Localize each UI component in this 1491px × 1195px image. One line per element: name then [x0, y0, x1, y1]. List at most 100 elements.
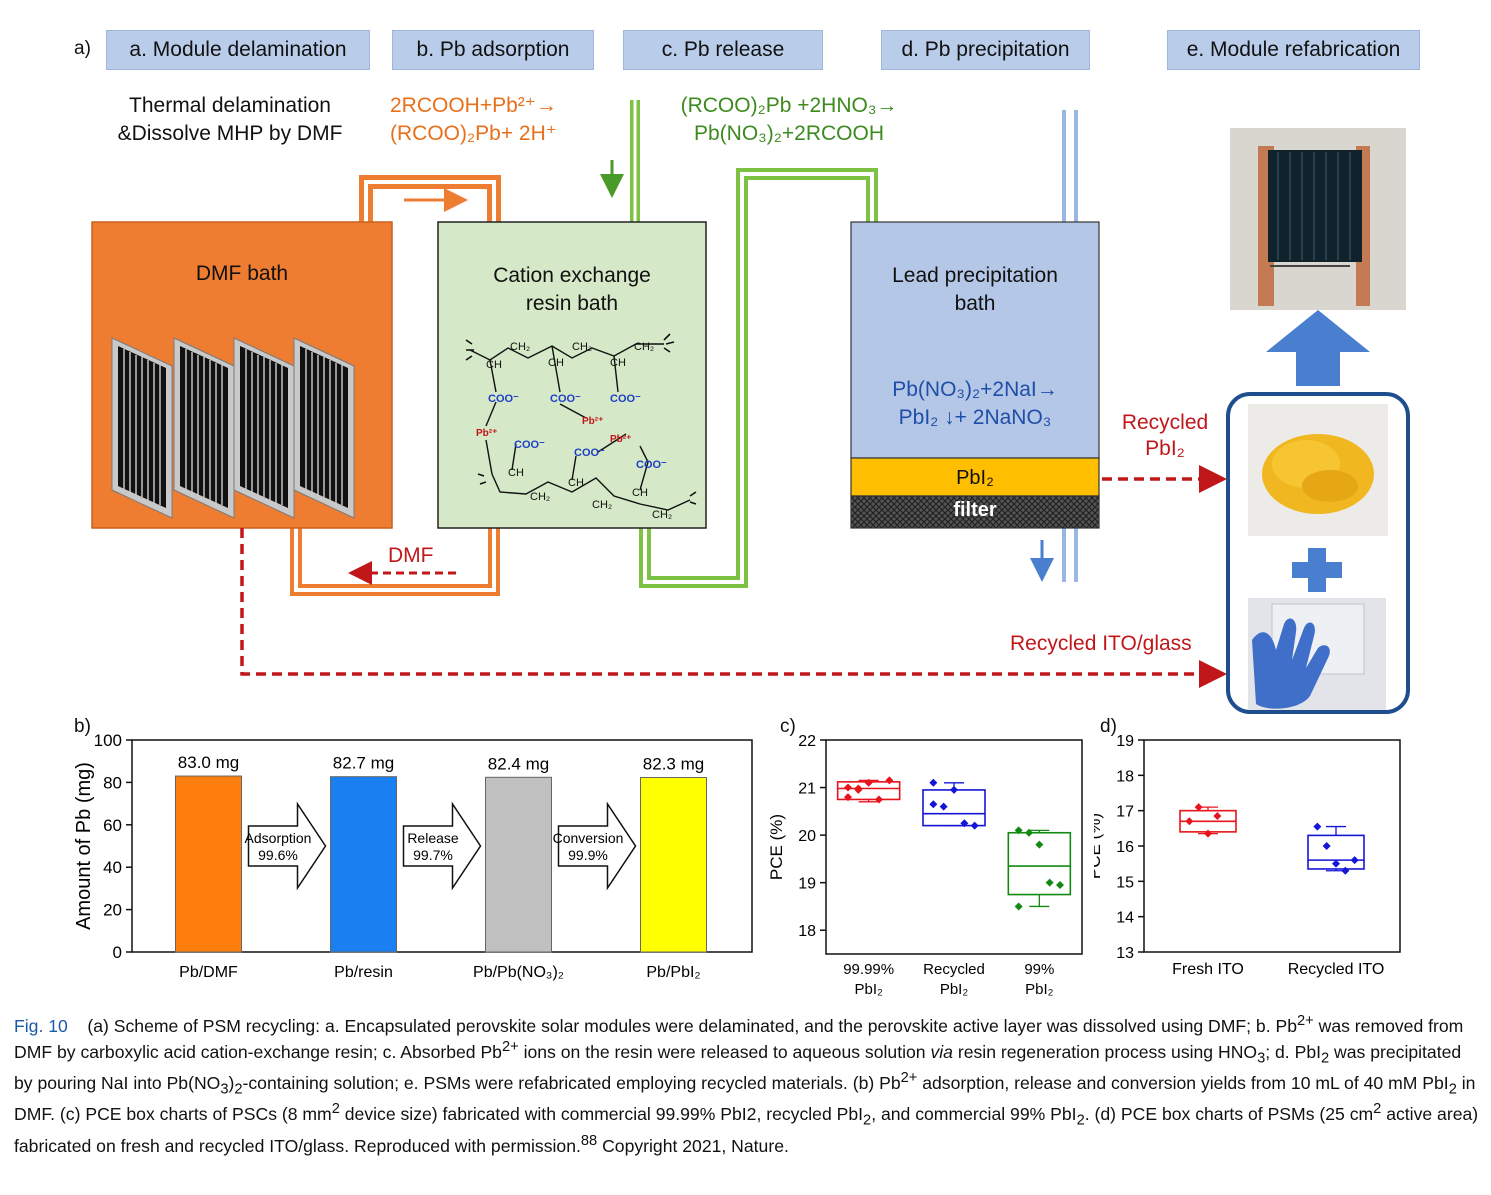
figure-caption: Fig. 10 (a) Scheme of PSM recycling: a. … — [14, 1012, 1480, 1158]
data-point — [1204, 829, 1212, 838]
data-point — [970, 821, 979, 830]
resin-coo-2: COO⁻ — [550, 393, 581, 405]
caption-sub: 3 — [220, 1081, 229, 1098]
lead-bath-line-1: Lead precipitation — [892, 264, 1058, 287]
y-tick-label: 13 — [1116, 945, 1134, 962]
caption-sup: 2 — [1373, 1101, 1382, 1118]
lead-precipitation-bath — [850, 221, 1100, 459]
resin-coo-6: COO⁻ — [636, 459, 667, 471]
resin-pb-1: Pb²⁺ — [476, 428, 497, 439]
recycled-pbi2-line-2: PbI₂ — [1145, 437, 1185, 460]
data-point — [1014, 902, 1023, 911]
y-tick-label: 15 — [1116, 874, 1134, 891]
data-point — [844, 793, 852, 802]
bar-data-label: 83.0 mg — [178, 753, 239, 772]
plot-frame — [1143, 739, 1401, 953]
plot-frame — [825, 739, 1083, 955]
x-tick-label: Fresh ITO — [1172, 961, 1244, 978]
data-point — [854, 784, 863, 793]
box — [1007, 831, 1072, 896]
data-point — [1194, 803, 1203, 812]
caption-text: ions on the resin were released to aqueo… — [518, 1042, 931, 1063]
caption-text: ; d. PbI — [1265, 1042, 1321, 1063]
data-point — [950, 785, 958, 794]
resin-coo-5: COO⁻ — [574, 447, 605, 459]
caption-text: device size) fabricated with commercial … — [339, 1104, 864, 1125]
resin-ch-2: CH — [548, 357, 564, 369]
ito-glass-photo — [1248, 598, 1386, 710]
figure-label: Fig. 10 — [14, 1015, 68, 1036]
resin-ch2-6: CH₂ — [652, 509, 672, 521]
recycled-pbi2-line-1: Recycled — [1121, 411, 1209, 434]
adsorption-line-2: (RCOO)₂Pb+ 2H⁺ — [390, 122, 557, 145]
step-arrow-icon — [402, 801, 482, 891]
blue-tubes — [1062, 110, 1078, 582]
panel-d-label: d) — [1100, 716, 1117, 737]
y-tick-label: 18 — [1116, 768, 1134, 785]
step-module-refabrication: e. Module refabrication — [1167, 30, 1420, 70]
y-tick-label: 21 — [798, 781, 816, 798]
caption-text: -containing solution; e. PSMs were refab… — [242, 1073, 901, 1094]
x-tick-label: Recycled ITO — [1288, 961, 1385, 978]
pbi2-powder-photo — [1248, 404, 1388, 536]
y-tick-label: 19 — [798, 876, 816, 893]
recycled-ito-arrow — [240, 528, 1227, 688]
data-point — [939, 802, 948, 811]
filter-layer-label: filter — [953, 499, 997, 521]
step-pb-adsorption: b. Pb adsorption — [392, 30, 594, 70]
plot-frame — [131, 739, 753, 953]
pbi2-layer — [850, 457, 1100, 497]
dmf-return-label: DMF — [388, 544, 434, 567]
resin-coo-1: COO⁻ — [488, 393, 519, 405]
x-tick-label: Pb/DMF — [179, 964, 238, 981]
caption-sup: 2 — [331, 1101, 340, 1118]
resin-coo-3: COO⁻ — [610, 393, 641, 405]
resin-ch2-4: CH₂ — [530, 491, 550, 503]
data-point — [1213, 811, 1222, 820]
data-point — [1341, 866, 1350, 875]
data-point — [1322, 842, 1331, 850]
bar — [485, 776, 552, 953]
precipitation-line-2: PbI₂ ↓+ 2NaNO₃ — [898, 406, 1052, 429]
caption-italic: via — [930, 1042, 953, 1063]
green-transfer-tube — [600, 100, 878, 588]
y-tick-label: 40 — [103, 858, 122, 877]
caption-text: adsorption, release and conversion yield… — [917, 1073, 1449, 1094]
data-point — [1350, 856, 1359, 865]
recycled-pbi2-label: Recycled PbI₂ — [1110, 410, 1220, 462]
y-axis-label: PCE (%) — [770, 814, 786, 880]
x-tick-label: Pb/resin — [334, 964, 393, 981]
caption-sup: 2+ — [501, 1039, 519, 1056]
adsorption-equation: 2RCOOH+Pb²⁺→ (RCOO)₂Pb+ 2H⁺ — [390, 92, 590, 148]
y-axis-label: PCE (%) — [1094, 813, 1104, 879]
box — [1307, 834, 1365, 870]
delamination-text: Thermal delamination &Dissolve MHP by DM… — [100, 92, 360, 148]
release-line-1: (RCOO)₂Pb +2HNO₃→ — [680, 94, 898, 117]
filter-layer — [850, 495, 1100, 529]
delamination-line-1: Thermal delamination — [129, 94, 331, 117]
caption-sub: 2 — [863, 1112, 872, 1129]
dmf-return-tube — [290, 528, 500, 596]
data-point — [1185, 817, 1194, 826]
y-tick-label: 100 — [94, 731, 122, 750]
panel-b-label: b) — [74, 716, 91, 737]
caption-text: ) — [228, 1073, 235, 1094]
bar-data-label: 82.7 mg — [333, 754, 394, 773]
y-tick-label: 22 — [798, 733, 816, 750]
data-point — [1313, 822, 1322, 831]
precipitation-equation: Pb(NO₃)₂+2NaI→ PbI₂ ↓+ 2NaNO₃ — [851, 376, 1099, 432]
materials-frame — [1226, 392, 1410, 714]
pbi2-layer-label: PbI₂ — [956, 467, 994, 489]
caption-sub: 2 — [1321, 1050, 1330, 1067]
data-point — [885, 776, 894, 785]
bar-data-label: 82.4 mg — [488, 754, 549, 773]
x-tick-label: 99% — [1024, 961, 1054, 978]
resin-ch-3: CH — [610, 357, 626, 369]
y-tick-label: 18 — [798, 923, 816, 940]
adsorption-line-1: 2RCOOH+Pb²⁺→ — [390, 94, 557, 117]
y-tick-label: 60 — [103, 816, 122, 835]
step-arrow-icon — [247, 801, 327, 891]
caption-text: was removed from DMF by carboxylic acid … — [14, 1015, 1464, 1063]
